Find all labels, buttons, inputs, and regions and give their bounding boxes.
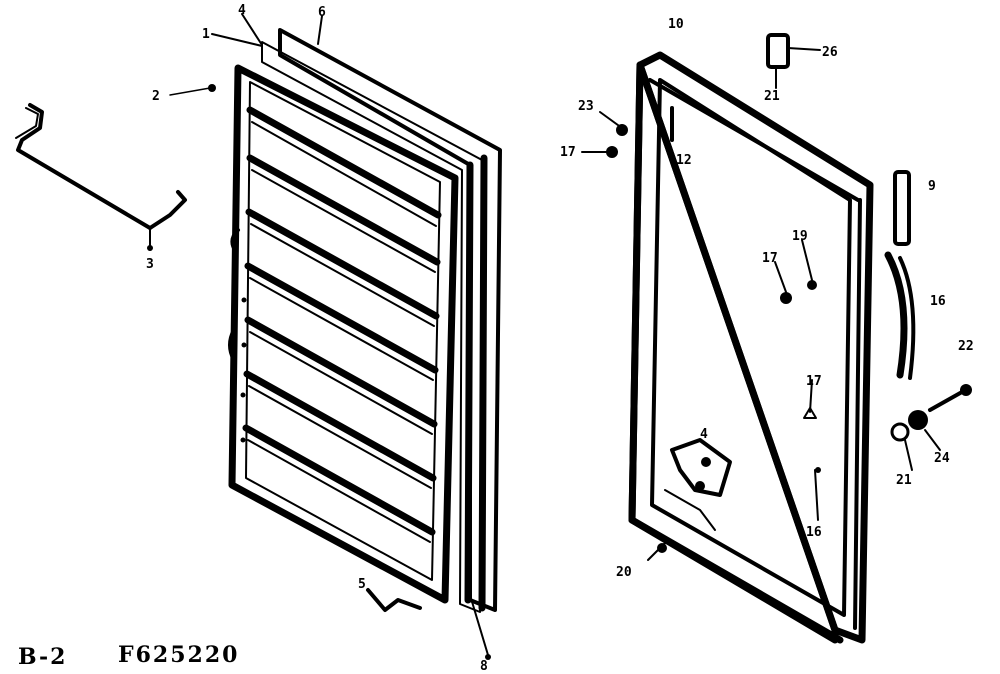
callout-19: 19 xyxy=(792,229,808,244)
callout-23-upper: 23 xyxy=(578,99,594,114)
callout-5: 5 xyxy=(358,577,366,592)
door-liner-panel xyxy=(228,28,502,613)
callout-22: 22 xyxy=(958,339,974,354)
callout-17-mid: 17 xyxy=(762,251,778,266)
callout-9: 9 xyxy=(928,179,936,194)
drawing-number: F625220 xyxy=(118,642,239,668)
callout-17-lower: 17 xyxy=(806,374,822,389)
callout-26: 26 xyxy=(822,45,838,60)
callout-21-upper: 21 xyxy=(764,89,780,104)
callout-17-upper: 17 xyxy=(560,145,576,160)
callout-2: 2 xyxy=(152,89,160,104)
page-code: B-2 xyxy=(18,644,67,670)
door-rod-bracket xyxy=(15,103,187,251)
callout-4-lower: 4 xyxy=(700,427,708,442)
callout-16-lower: 16 xyxy=(806,525,822,540)
callout-12: 12 xyxy=(676,153,692,168)
callout-1: 1 xyxy=(202,27,210,42)
door-shelves xyxy=(242,106,442,543)
left-door-leaders xyxy=(169,13,491,660)
callout-4: 4 xyxy=(238,3,246,18)
top-hinge xyxy=(766,33,821,89)
callout-8: 8 xyxy=(480,659,488,674)
callout-10: 10 xyxy=(668,17,684,32)
callout-16: 16 xyxy=(930,294,946,309)
callout-labels: 1 2 4 6 3 5 8 10 23 17 12 26 21 9 19 17 … xyxy=(146,3,974,674)
callout-21-lower: 21 xyxy=(896,473,912,488)
door-handle xyxy=(884,170,916,380)
callout-6: 6 xyxy=(318,5,326,20)
fasteners xyxy=(581,106,972,561)
callout-20: 20 xyxy=(616,565,632,580)
callout-3: 3 xyxy=(146,257,154,272)
callout-24: 24 xyxy=(934,451,950,466)
door-outer-panel xyxy=(628,51,874,644)
